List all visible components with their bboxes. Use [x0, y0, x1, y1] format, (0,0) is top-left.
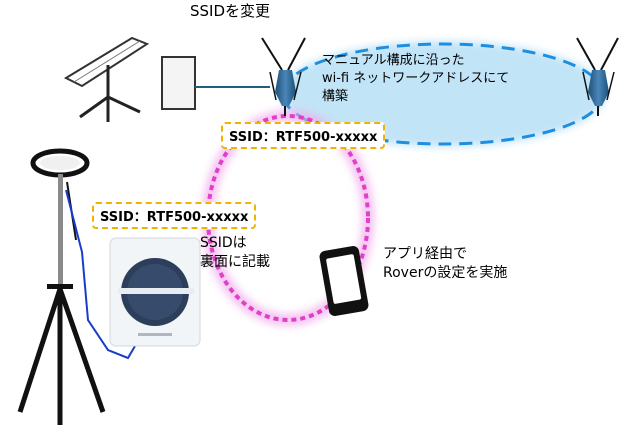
network-text-line: wi-fi ネットワークアドレスにて	[322, 71, 510, 86]
receiver-device	[109, 237, 201, 347]
antenna-icon	[576, 37, 619, 116]
app-setup-note: アプリ経由で Roverの設定を実施	[383, 245, 507, 283]
network-text-line: マニュアル構成に沿った	[322, 53, 465, 68]
ssid-back-line: 裏面に記載	[200, 254, 270, 270]
app-setup-line: アプリ経由で	[383, 246, 467, 262]
ssid-change-label: SSIDを変更	[190, 2, 271, 20]
ssid-box: SSID：RTF500-xxxxx	[92, 202, 257, 229]
rover-tripod-icon	[17, 148, 106, 425]
satellite-dish-icon	[63, 36, 150, 122]
app-setup-line: Roverの設定を実施	[383, 265, 508, 281]
ssid-back-line: SSIDは	[200, 235, 247, 251]
antenna-icon	[261, 37, 306, 116]
network-description: マニュアル構成に沿った wi-fi ネットワークアドレスにて 構築	[322, 52, 552, 106]
smartphone-icon	[319, 245, 369, 317]
ssid-back-note: SSIDは 裏面に記載	[200, 234, 270, 272]
cable	[65, 189, 136, 360]
ssid-box: SSID：RTF500-xxxxx	[221, 122, 386, 149]
network-text-line: 構築	[322, 89, 349, 104]
router-icon	[161, 56, 270, 110]
